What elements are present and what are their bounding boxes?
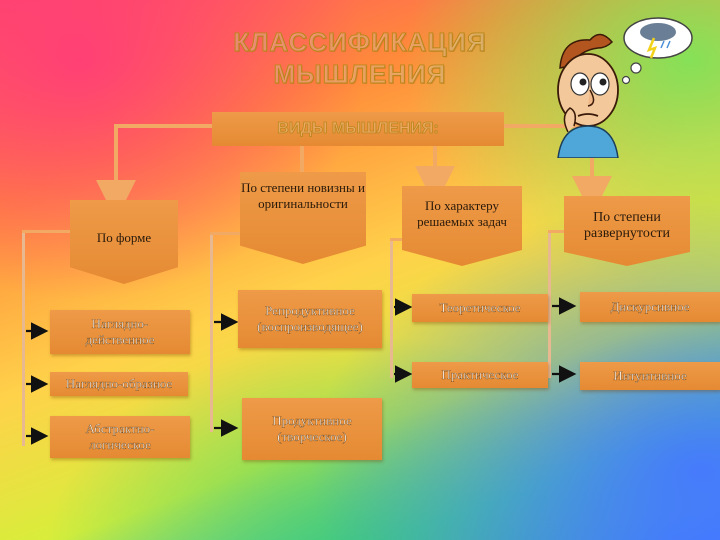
detail-item-2: Интуитивное <box>580 362 720 390</box>
tasks-bracket-line <box>390 238 393 378</box>
tasks-bracket-top <box>390 238 402 241</box>
connector-right-horizontal <box>504 124 594 128</box>
form-bracket-top <box>22 230 70 233</box>
form-bracket-line <box>22 230 25 446</box>
novelty-bracket-top <box>210 232 240 235</box>
form-item-2: Наглядно-образное <box>50 372 188 396</box>
root-node: ВИДЫ МЫШЛЕНИЯ: <box>212 112 504 146</box>
tasks-item-2: Практическое <box>412 362 548 388</box>
connector-center-vertical <box>433 146 437 180</box>
category-tasks: По характеру решаемых задач <box>402 186 522 266</box>
category-detail: По степени развернутости <box>564 196 690 266</box>
detail-bracket-top <box>548 230 564 233</box>
connector-novelty-vertical <box>300 146 304 172</box>
cartoon-head-icon <box>557 33 619 158</box>
detail-bracket-line <box>548 230 551 378</box>
category-form: По форме <box>70 200 178 284</box>
title-line-2: МЫШЛЕНИЯ <box>273 59 447 90</box>
novelty-item-2: Продуктивное (творческое) <box>242 398 382 460</box>
thinking-character-icon <box>557 17 693 158</box>
novelty-bracket-line <box>210 232 213 432</box>
connector-left-horizontal <box>114 124 212 128</box>
form-item-1: Наглядно-действенное <box>50 310 190 354</box>
form-item-3: Абстрактно-логическое <box>50 416 190 458</box>
category-novelty: По степени новизны и оригинальности <box>240 172 366 264</box>
tasks-item-1: Теоретическое <box>412 294 548 322</box>
novelty-item-1: Репродуктивное (воспроизводящее) <box>238 290 382 348</box>
thought-cloud-icon <box>621 17 693 85</box>
connector-left-vertical <box>114 124 118 194</box>
title-line-1: КЛАССИФИКАЦИЯ <box>233 27 487 58</box>
detail-item-1: Дискурсивное <box>580 292 720 322</box>
